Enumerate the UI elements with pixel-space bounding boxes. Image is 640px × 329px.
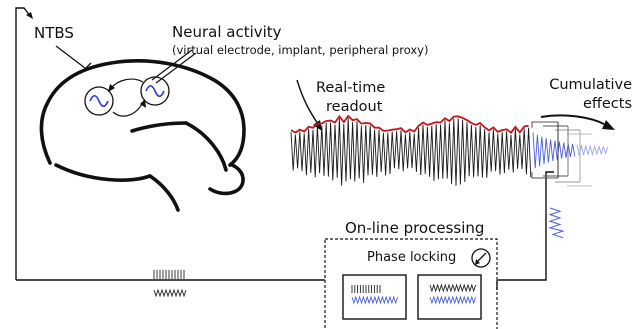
realtime-readout-line1: Real-time [316, 80, 386, 96]
neural-activity-label: Neural activity [172, 23, 282, 41]
neural-activity-sources-label: (virtual electrode, implant, peripheral … [172, 43, 429, 57]
window-brackets [531, 121, 592, 187]
signal-envelope [290, 114, 529, 134]
electrode-icon [151, 49, 197, 84]
signal-trace [290, 117, 532, 186]
ntbs-label: NTBS [34, 24, 74, 42]
cumulative-arrow [540, 114, 605, 125]
phase-locking-label: Phase locking [367, 250, 457, 265]
panel-right-pulse [429, 283, 477, 293]
feedback-loop-wire [15, 7, 554, 290]
cumulative-effects-line2: effects [582, 96, 632, 112]
online-processing-label: On-line processing [345, 219, 485, 237]
pulse-train-icon [153, 270, 187, 298]
panel-right-wave [429, 295, 477, 305]
coupling-arrowhead-bottom [140, 99, 146, 108]
phase-panel-right [417, 274, 482, 320]
coupling-arrowhead-top [108, 84, 115, 92]
loop-arrowhead [26, 12, 33, 19]
output-wave-trace [548, 207, 565, 239]
signal-trace-blue [532, 132, 576, 169]
cumulative-effects-line1: Cumulative [549, 77, 632, 93]
brain-outline-icon [39, 59, 246, 212]
cumulative-effects-label: Cumulative effects [538, 76, 632, 114]
online-processing-box [324, 238, 498, 329]
readout-arrow [296, 79, 319, 125]
coupling-arrows [110, 78, 144, 117]
output-wave [548, 207, 565, 239]
signal-trace-faded [576, 144, 609, 157]
realtime-readout-label: Real-time readout [316, 79, 385, 117]
oscillator-icon-left [84, 86, 114, 116]
pulse-zigzag [153, 288, 187, 298]
dial-icon [471, 248, 491, 268]
panel-left-wave [351, 295, 399, 305]
cumulative-arrowhead [602, 120, 615, 130]
phase-panel-waves [351, 283, 477, 305]
realtime-readout-line2: readout [326, 99, 383, 115]
